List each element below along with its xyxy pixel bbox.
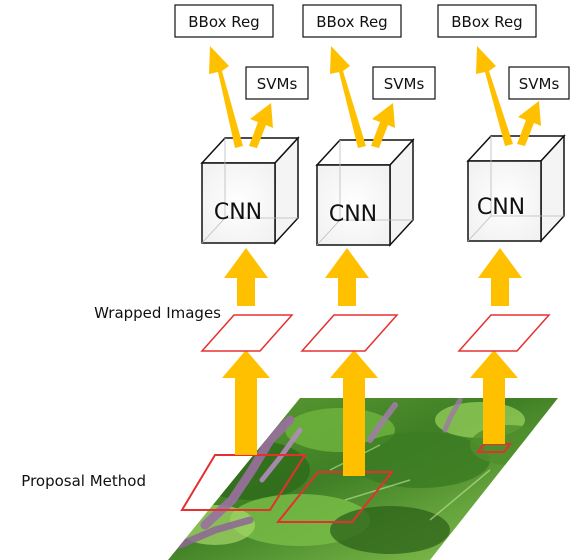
proposal-method-label: Proposal Method: [21, 472, 146, 490]
proposal-regions: [180, 443, 512, 523]
arrow-svm-3: [517, 101, 541, 146]
bbox-reg-label: BBox Reg: [316, 13, 387, 31]
bbox-reg-box-2: BBox Reg: [302, 4, 402, 38]
wrapped-images-label: Wrapped Images: [94, 304, 221, 322]
arrow-cnn-1: [224, 248, 268, 306]
cnn-label-3: CNN: [477, 195, 525, 220]
svms-label: SVMs: [519, 75, 560, 93]
arrow-svm-2: [371, 103, 395, 148]
arrow-cnn-2: [325, 248, 369, 306]
arrow-up-2: [330, 350, 378, 476]
arrow-bbox-2: [330, 46, 366, 148]
proposal-region-1: [180, 454, 307, 511]
warped-image-3: [457, 314, 551, 352]
arrow-cnn-3: [478, 248, 522, 306]
cnn-cube-3: [466, 134, 566, 243]
cnn-label-2: CNN: [329, 202, 377, 227]
warped-image-2: [300, 314, 399, 352]
output-arrows: [209, 46, 541, 148]
svms-label: SVMs: [257, 75, 298, 93]
bbox-reg-box-1: BBox Reg: [174, 4, 274, 38]
cnn-cube-1: [200, 136, 300, 245]
cnn-label-1: CNN: [214, 200, 262, 225]
image-to-warped-arrows: [222, 350, 518, 476]
svms-box-2: SVMs: [372, 66, 436, 100]
proposal-region-2: [275, 471, 395, 523]
warped-images: [200, 314, 551, 352]
arrow-bbox-3: [476, 46, 513, 146]
cnn-cube-2: [315, 138, 415, 247]
warped-to-cnn-arrows: [224, 248, 522, 306]
proposal-region-3: [476, 443, 512, 453]
arrow-svm-1: [249, 103, 273, 148]
arrow-up-1: [222, 350, 270, 455]
arrow-up-3: [470, 350, 518, 444]
svms-label: SVMs: [384, 75, 425, 93]
bbox-reg-box-3: BBox Reg: [437, 4, 537, 38]
arrow-bbox-1: [209, 46, 243, 148]
bbox-reg-label: BBox Reg: [451, 13, 522, 31]
svms-box-3: SVMs: [508, 66, 570, 100]
svms-box-1: SVMs: [245, 66, 309, 100]
warped-image-1: [200, 314, 294, 352]
bbox-reg-label: BBox Reg: [188, 13, 259, 31]
